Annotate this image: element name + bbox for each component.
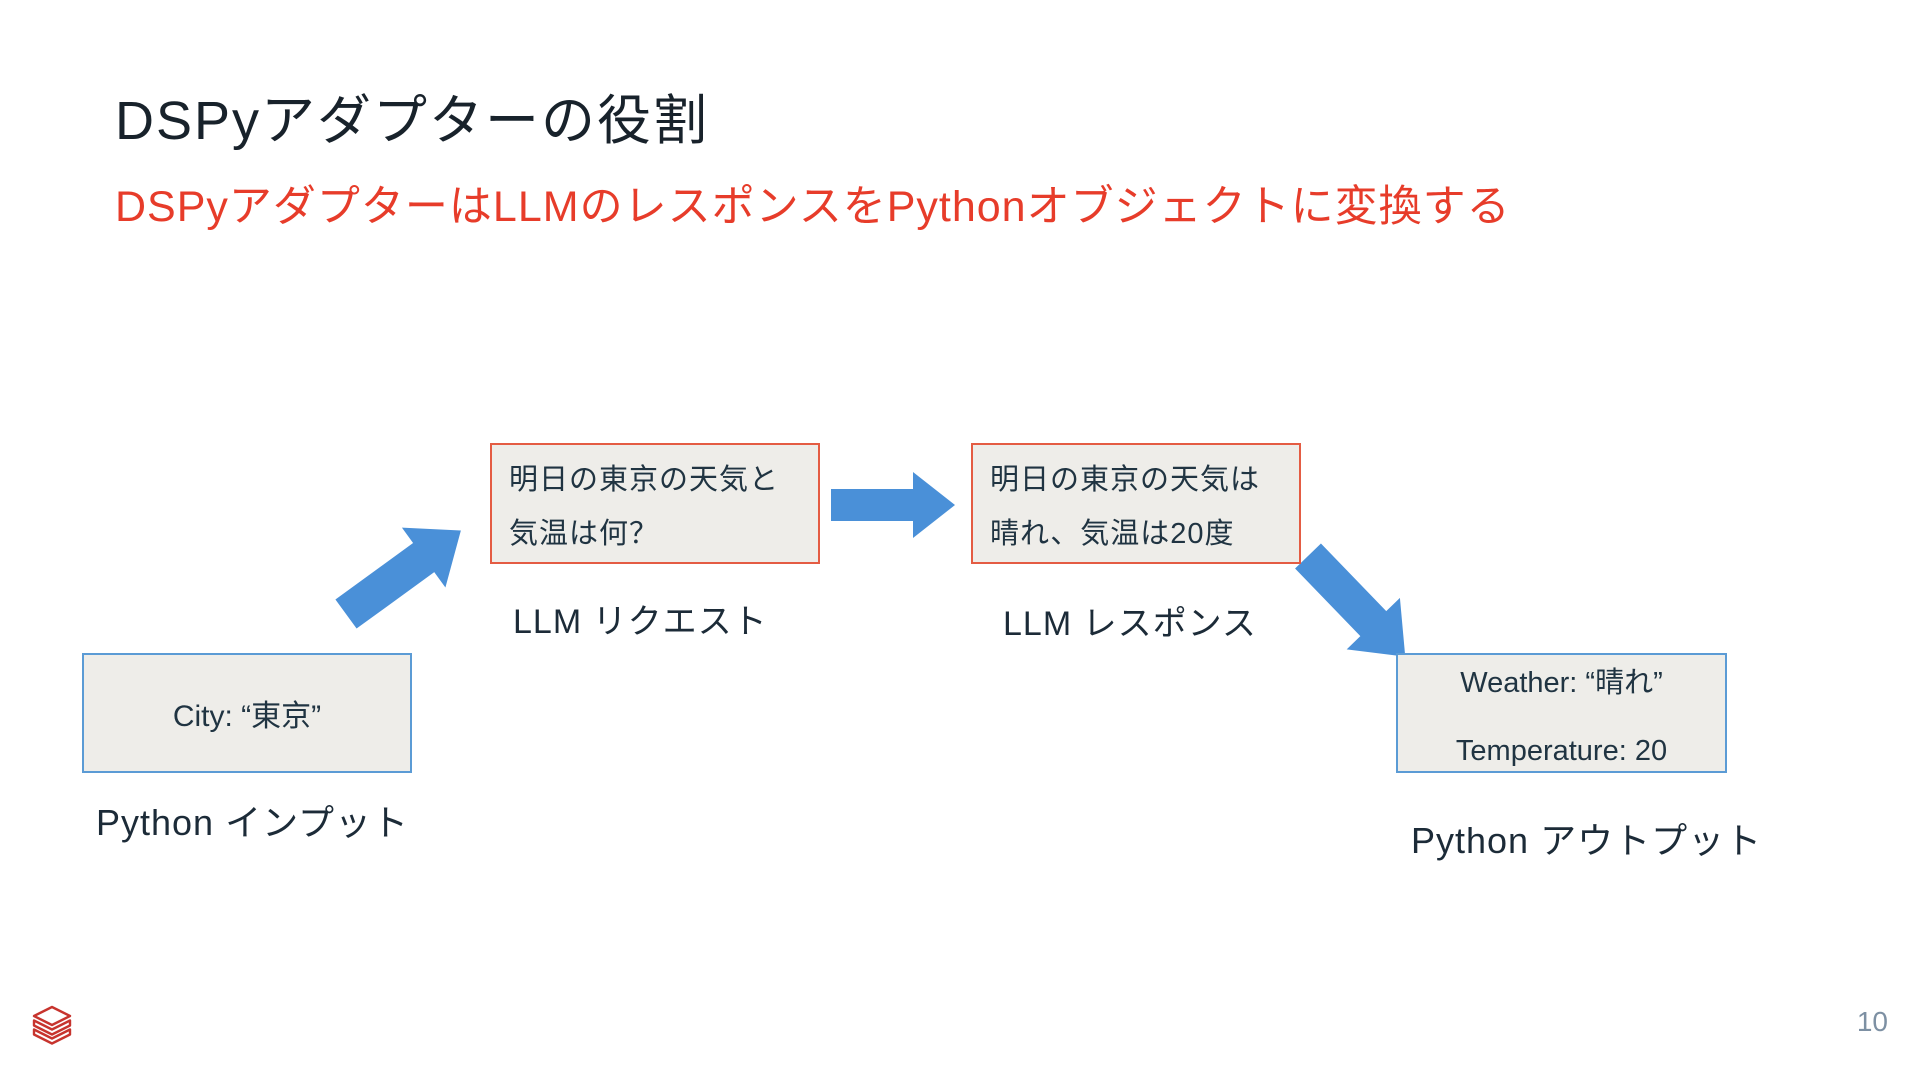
- label-llm-request: LLM リクエスト: [513, 603, 768, 641]
- page-number: 10: [1856, 1006, 1888, 1037]
- node-llm-response: 明日の東京の天気は 晴れ、気温は20度: [971, 443, 1301, 564]
- label-python-output: Python アウトプット: [1411, 820, 1763, 861]
- node-python-output: Weather: “晴れ” Temperature: 20: [1396, 653, 1727, 773]
- arrow-up-right-icon: [335, 527, 461, 629]
- label-llm-response: LLM レスポンス: [1003, 605, 1257, 643]
- page-title: DSPyアダプターの役割: [115, 91, 710, 151]
- page-subtitle: DSPyアダプターはLLMのレスポンスをPythonオブジェクトに変換する: [115, 183, 1511, 231]
- node-text-line: Temperature: 20: [1455, 734, 1668, 767]
- node-python-input: City: “東京”: [82, 653, 412, 773]
- node-text-line: City: “東京”: [172, 700, 322, 733]
- node-text-line: 晴れ、気温は20度: [990, 517, 1235, 550]
- databricks-logo-icon: [32, 1005, 72, 1045]
- node-text-line: Weather: “晴れ”: [1460, 666, 1663, 699]
- node-text-line: 明日の東京の天気と: [509, 463, 780, 496]
- node-text-line: 明日の東京の天気は: [990, 463, 1261, 496]
- label-python-input: Python インプット: [96, 802, 410, 843]
- arrow-right-icon: [831, 472, 955, 538]
- node-llm-request: 明日の東京の天気と 気温は何？: [490, 443, 820, 564]
- node-text-line: 気温は何？: [509, 517, 660, 550]
